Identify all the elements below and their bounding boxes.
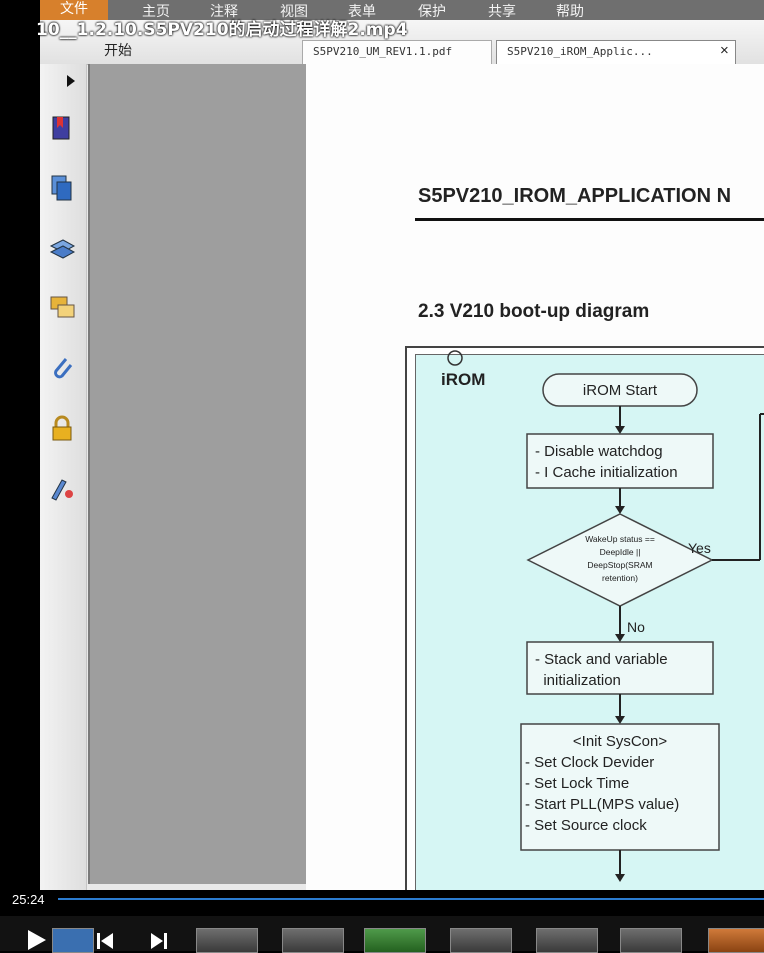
step1-line1: - Disable watchdog bbox=[535, 443, 663, 460]
left-toolbar bbox=[40, 64, 87, 890]
comments-icon[interactable] bbox=[48, 294, 76, 322]
cursor-ring-icon bbox=[447, 350, 463, 366]
decision-line3: DeepStop(SRAM bbox=[587, 560, 652, 570]
navigation-pane bbox=[88, 64, 306, 884]
flowchart: iROM iROM Start - Disable watchdog - I C… bbox=[441, 350, 764, 882]
menu-bar: 文件 主页 注释 视图 表单 保护 共享 帮助 bbox=[40, 0, 764, 20]
step3-heading: <Init SysCon> bbox=[573, 733, 667, 750]
playback-time: 25:24 bbox=[12, 892, 45, 907]
decision-line4: retention) bbox=[602, 573, 638, 583]
yes-label: Yes bbox=[688, 540, 711, 556]
step2-line1: - Stack and variable bbox=[535, 651, 668, 668]
menu-help[interactable]: 帮助 bbox=[556, 4, 584, 20]
start-label: iROM Start bbox=[583, 382, 658, 399]
pdf-page: S5PV210_IROM_APPLICATION N 2.3 V210 boot… bbox=[306, 64, 764, 890]
taskbar-item bbox=[450, 928, 512, 953]
step1-line2: - I Cache initialization bbox=[535, 464, 678, 481]
video-frame: 文件 主页 注释 视图 表单 保护 共享 帮助 开始 S5PV210_UM_RE… bbox=[40, 0, 764, 890]
tab-doc-um[interactable]: S5PV210_UM_REV1.1.pdf bbox=[302, 40, 492, 64]
taskbar-item bbox=[708, 928, 764, 953]
step3-line3: - Start PLL(MPS value) bbox=[525, 796, 679, 813]
step-watchdog bbox=[526, 433, 714, 489]
player-controls bbox=[0, 916, 764, 953]
tab-doc-irom[interactable]: S5PV210_iROM_Applic... bbox=[496, 40, 736, 64]
document-title: S5PV210_IROM_APPLICATION N bbox=[418, 185, 732, 207]
pages-icon[interactable] bbox=[48, 174, 76, 202]
bookmark-icon[interactable] bbox=[48, 114, 76, 142]
taskbar-item bbox=[620, 928, 682, 953]
boot-diagram: iROM iROM Start - Disable watchdog - I C… bbox=[405, 346, 764, 890]
step2-line2: initialization bbox=[535, 672, 621, 689]
step-stack-init bbox=[526, 641, 714, 695]
previous-icon[interactable] bbox=[96, 932, 114, 950]
play-arrow-icon[interactable] bbox=[66, 74, 76, 88]
taskbar-item bbox=[282, 928, 344, 953]
decision-line2: DeepIdle || bbox=[600, 547, 641, 557]
tab-bar: 开始 S5PV210_UM_REV1.1.pdf S5PV210_iROM_Ap… bbox=[40, 20, 764, 65]
menu-form[interactable]: 表单 bbox=[348, 4, 376, 20]
taskbar-item bbox=[196, 928, 258, 953]
section-heading: 2.3 V210 boot-up diagram bbox=[418, 301, 650, 322]
irom-label: iROM bbox=[441, 370, 485, 389]
title-divider bbox=[415, 218, 764, 221]
step3-line4: - Set Source clock bbox=[525, 817, 647, 834]
close-tab-icon[interactable]: × bbox=[720, 42, 729, 59]
lock-icon[interactable] bbox=[48, 414, 76, 442]
play-icon[interactable] bbox=[26, 928, 48, 952]
no-label: No bbox=[627, 619, 645, 635]
layers-icon[interactable] bbox=[48, 236, 76, 264]
menu-share[interactable]: 共享 bbox=[488, 4, 516, 20]
step3-line2: - Set Lock Time bbox=[525, 775, 629, 792]
step-init-syscon bbox=[520, 723, 720, 851]
menu-home[interactable]: 主页 bbox=[142, 4, 170, 20]
taskbar-item bbox=[536, 928, 598, 953]
step3-line1: - Set Clock Devider bbox=[525, 754, 654, 771]
video-title: 10__1.2.10.S5PV210的启动过程详解2.mp4 bbox=[36, 20, 408, 40]
menu-protect[interactable]: 保护 bbox=[418, 4, 446, 20]
next-icon[interactable] bbox=[150, 932, 168, 950]
taskbar-item bbox=[52, 928, 94, 953]
progress-bar[interactable] bbox=[58, 898, 764, 900]
taskbar-item bbox=[364, 928, 426, 953]
menu-view[interactable]: 视图 bbox=[280, 4, 308, 20]
decision-line1: WakeUp status == bbox=[585, 534, 655, 544]
signature-icon[interactable] bbox=[48, 474, 76, 502]
tab-home[interactable]: 开始 bbox=[104, 43, 132, 59]
menu-file[interactable]: 文件 bbox=[40, 0, 108, 20]
menu-comment[interactable]: 注释 bbox=[210, 4, 238, 20]
attachment-icon[interactable] bbox=[48, 354, 76, 382]
